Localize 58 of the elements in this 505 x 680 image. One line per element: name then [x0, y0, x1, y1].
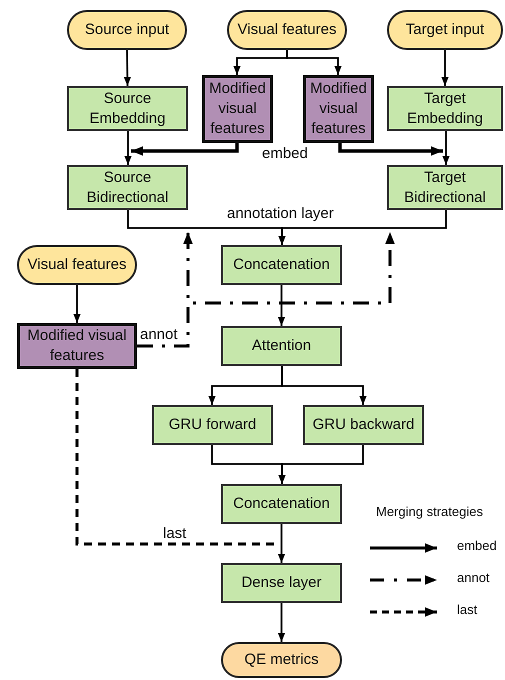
- feature-box: [202, 75, 273, 143]
- node-label: Target Bidirectional: [403, 168, 487, 208]
- node-label: Modified visual features: [26, 326, 128, 366]
- process-box: [67, 165, 188, 210]
- arrow: [137, 232, 395, 348]
- process-box: [152, 405, 273, 445]
- node-label: Source Bidirectional: [86, 168, 170, 208]
- node-label: GRU forward: [168, 415, 258, 435]
- process-box: [303, 405, 424, 445]
- arrow: [124, 50, 131, 86]
- annotation-text: annotation layer: [227, 205, 334, 223]
- node-label: GRU backward: [312, 415, 416, 435]
- process-box: [67, 86, 188, 131]
- node-label: Concatenation: [232, 255, 331, 275]
- arrow: [124, 131, 132, 165]
- node-label: Dense layer: [240, 573, 323, 593]
- node-label: Concatenation: [232, 494, 331, 514]
- arrow: [278, 524, 286, 563]
- arrow: [131, 143, 239, 156]
- node-label: Target input: [404, 20, 486, 40]
- arrow: [286, 50, 342, 75]
- annotation-text: annot: [140, 326, 178, 344]
- node-label: QE metrics: [243, 650, 320, 670]
- arrow: [73, 285, 81, 323]
- node-label: Source input: [84, 20, 170, 40]
- process-box: [387, 165, 503, 210]
- output-pill: [221, 642, 342, 678]
- arrow: [281, 366, 367, 405]
- node-label: Target Embedding: [406, 88, 484, 128]
- legend-label: last: [457, 602, 478, 618]
- process-box: [387, 86, 503, 131]
- input-pill: [67, 10, 187, 50]
- arrow: [442, 131, 450, 165]
- process-box: [221, 563, 342, 603]
- feature-box: [17, 323, 137, 369]
- annotation-text: last: [163, 525, 186, 543]
- arrow: [278, 210, 447, 245]
- arrow: [278, 445, 364, 484]
- legend-title: Merging strategies: [376, 504, 483, 520]
- arrow: [338, 143, 443, 156]
- node-label: Modified visual features: [309, 79, 368, 139]
- node-label: Visual features: [26, 255, 128, 275]
- process-box: [221, 245, 342, 285]
- arrow: [278, 285, 286, 326]
- process-box: [221, 484, 342, 524]
- input-pill: [17, 245, 137, 285]
- process-box: [221, 326, 342, 366]
- node-label: Attention: [250, 336, 312, 356]
- input-pill: [387, 10, 503, 50]
- node-label: Visual features: [236, 20, 338, 40]
- arrow: [441, 50, 449, 86]
- annotation-text: embed: [262, 145, 308, 163]
- legend-label: embed: [457, 538, 497, 554]
- legend-label: annot: [457, 570, 490, 586]
- node-label: Source Embedding: [88, 88, 166, 128]
- feature-box: [303, 75, 374, 143]
- arrow: [278, 603, 286, 642]
- input-pill: [227, 10, 347, 50]
